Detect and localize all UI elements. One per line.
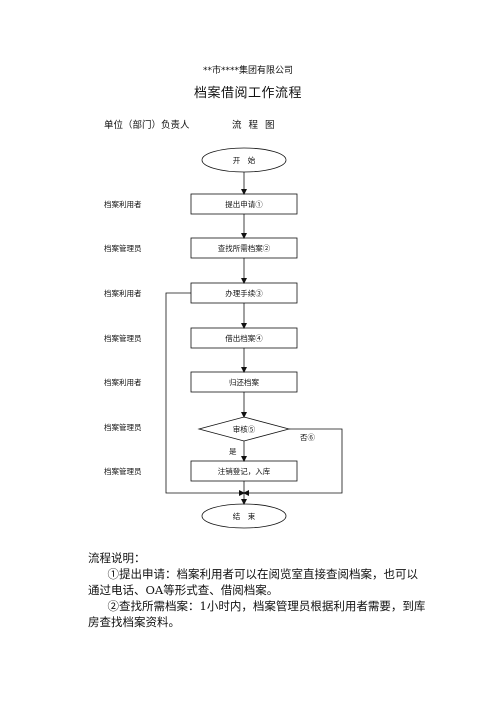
flowchart: 开 始 提出申请① 查找所需档案② 办理手续③ 借出档案④ 归还档案 审核⑤ 是… xyxy=(165,147,343,529)
column-header-department: 单位（部门）负责人 xyxy=(104,120,190,131)
role-label: 档案管理员 xyxy=(104,334,142,343)
note-item: ①提出申请：档案利用者可以在阅览室直接查阅档案，也可以通过电话、OA等形式查、借… xyxy=(88,567,419,597)
end-label: 结 束 xyxy=(233,511,256,521)
company-name: **市****集团有限公司 xyxy=(202,66,293,76)
role-label: 档案管理员 xyxy=(104,244,142,253)
step-label: 提出申请① xyxy=(225,199,263,209)
start-label: 开 始 xyxy=(233,155,256,165)
step-label: 查找所需档案② xyxy=(218,243,271,253)
column-header-flowchart: 流 程 图 xyxy=(232,120,277,131)
no-label: 否⑥ xyxy=(300,433,315,442)
note-item: ②查找所需档案：1小时内，档案管理员根据利用者需要，到库房查找档案资料。 xyxy=(88,599,426,629)
role-label: 档案利用者 xyxy=(104,200,142,209)
process-notes: 流程说明： ①提出申请：档案利用者可以在阅览室直接查阅档案，也可以通过电话、OA… xyxy=(88,550,428,630)
step-label: 借出档案④ xyxy=(225,333,263,343)
decision-label: 审核⑤ xyxy=(233,424,256,434)
final-step-label: 注销登记，入库 xyxy=(218,466,271,476)
role-label: 档案利用者 xyxy=(104,378,142,387)
notes-heading: 流程说明： xyxy=(88,551,146,565)
step-label: 归还档案 xyxy=(229,377,259,387)
page-title: 档案借阅工作流程 xyxy=(193,86,302,101)
role-label: 档案管理员 xyxy=(104,423,142,432)
step-label: 办理手续③ xyxy=(225,288,263,298)
yes-label: 是 xyxy=(229,447,237,456)
role-label: 档案利用者 xyxy=(104,289,142,298)
role-label: 档案管理员 xyxy=(104,467,142,476)
